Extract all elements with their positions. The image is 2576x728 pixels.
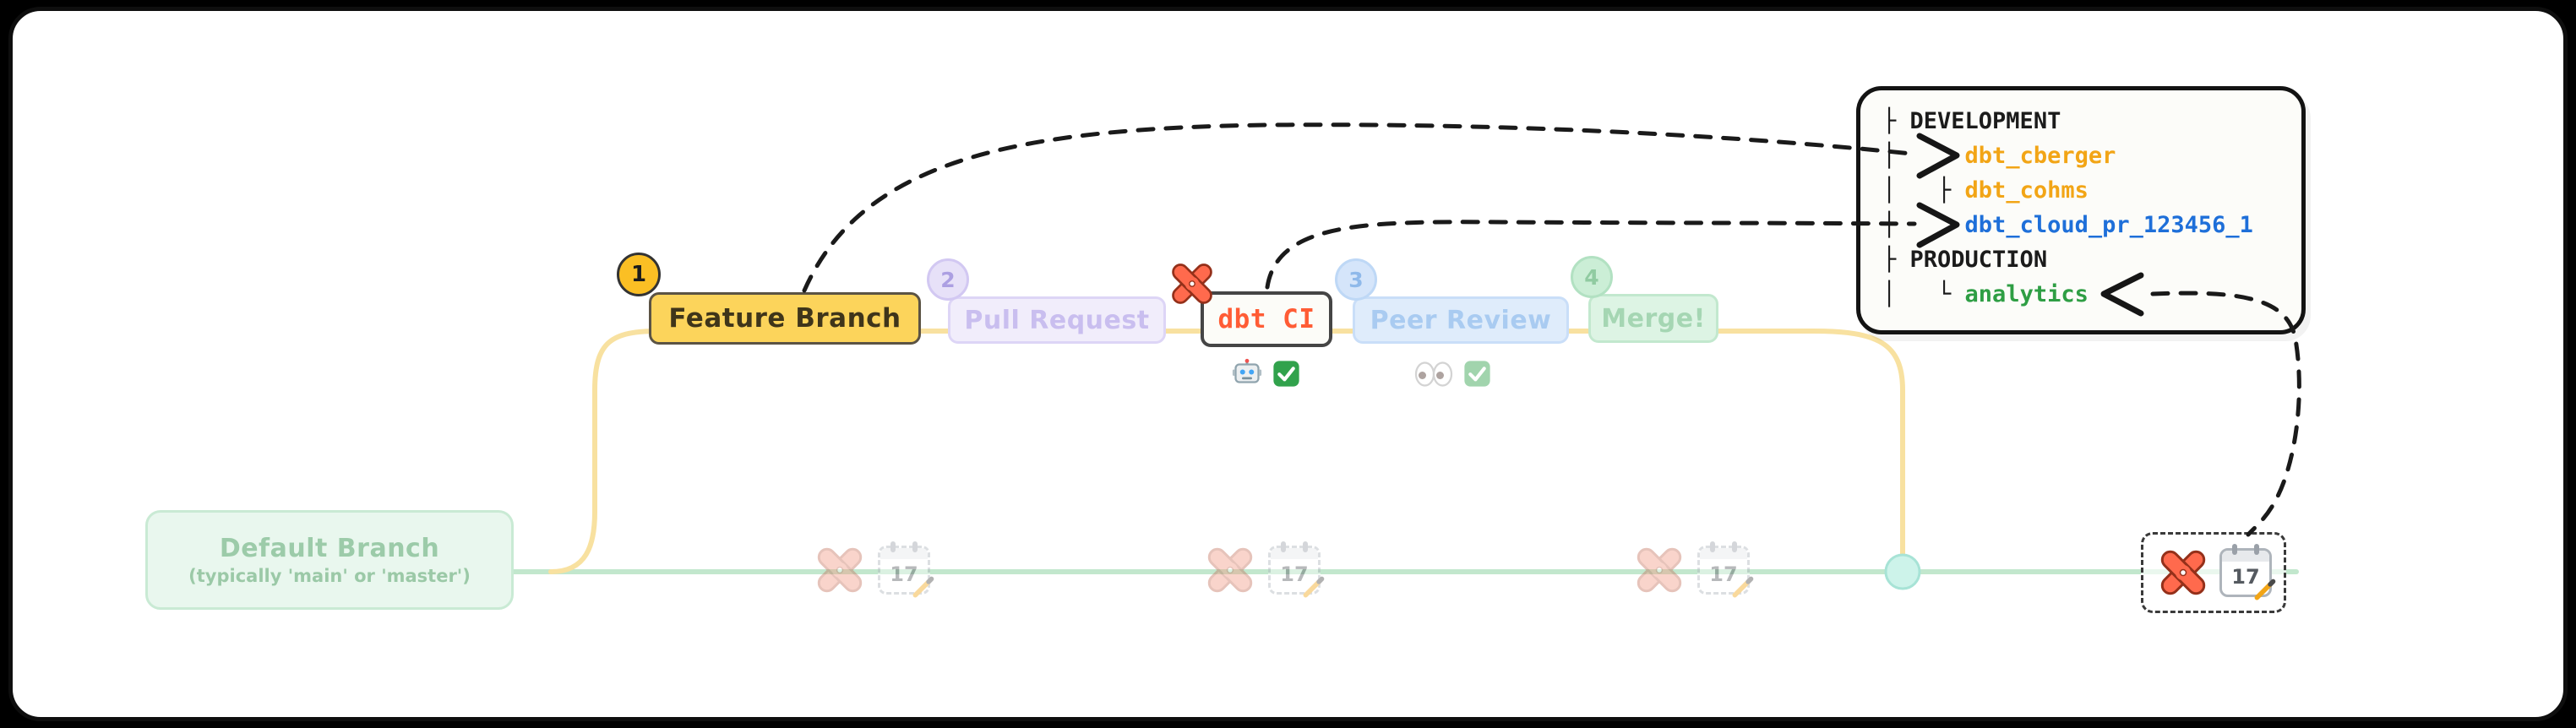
default-branch-node: Default Branch (typically 'main' or 'mas… (145, 510, 514, 610)
calendar-header (880, 548, 928, 559)
scheduled-run-active: 17 (2141, 532, 2286, 613)
step-2-badge: 2 (927, 258, 969, 301)
check-icon (1273, 360, 1299, 387)
pencil-icon (1732, 576, 1754, 598)
branch-analytics-label: analytics (1964, 281, 2089, 307)
step-feature-branch: Feature Branch (649, 292, 921, 345)
check-icon (1464, 361, 1490, 387)
peer-review-status (1414, 360, 1491, 388)
env-production: ├ PRODUCTION (1882, 247, 2048, 273)
calendar-icon: 17 (1697, 541, 1754, 598)
scheduled-run-ghost-1: 17 (812, 541, 934, 598)
robot-icon (1232, 358, 1262, 383)
dbt-logo-icon (1207, 547, 1253, 593)
pencil-icon (2254, 579, 2276, 600)
calendar-day: 17 (2231, 565, 2260, 589)
step-4-badge: 4 (1571, 256, 1613, 298)
dbt-logo-icon (817, 547, 863, 593)
default-branch-subtitle: (typically 'main' or 'master') (188, 566, 471, 586)
calendar-icon: 17 (878, 541, 934, 598)
step-pull-request-label: Pull Request (964, 305, 1150, 335)
pencil-icon (1303, 576, 1325, 598)
step-feature-branch-label: Feature Branch (668, 303, 901, 334)
pencil-icon (912, 576, 934, 598)
branch-dbt-cohms: │ ├ dbt_cohms (1882, 177, 2089, 204)
branch-dbt-cloud-pr: │ dbt_cloud_pr_123456_1 (1882, 212, 2253, 238)
dbt-logo-icon (1637, 547, 1682, 593)
env-production-label: PRODUCTION (1909, 247, 2048, 273)
branch-dbt-cloud-pr-label: dbt_cloud_pr_123456_1 (1964, 212, 2253, 238)
step-dbt-ci-label: dbt CI (1217, 304, 1315, 334)
ci-status (1232, 358, 1300, 388)
dbt-logo-icon (1172, 263, 1212, 304)
scheduled-run-ghost-3: 17 (1631, 541, 1754, 598)
step-peer-review-label: Peer Review (1370, 305, 1552, 335)
calendar-day: 17 (890, 562, 918, 586)
step-peer-review: Peer Review (1353, 296, 1569, 344)
step-merge-label: Merge! (1601, 303, 1706, 334)
calendar-header (1700, 548, 1747, 559)
calendar-header (1271, 548, 1318, 559)
calendar-day: 17 (1709, 562, 1738, 586)
calendar-day: 17 (1280, 562, 1309, 586)
env-development-label: DEVELOPMENT (1909, 108, 2061, 134)
calendar-header (2222, 551, 2269, 562)
branch-analytics: │ └ analytics (1882, 281, 2089, 307)
step-3-badge: 3 (1335, 258, 1377, 301)
environments-panel: ├ DEVELOPMENT │ dbt_cberger │ ├ dbt_cohm… (1856, 86, 2306, 334)
branch-dbt-cberger: │ dbt_cberger (1882, 143, 2116, 169)
branch-dbt-cohms-label: dbt_cohms (1964, 177, 2089, 204)
default-branch-title: Default Branch (219, 534, 440, 563)
calendar-icon: 17 (2219, 544, 2276, 600)
step-pull-request: Pull Request (948, 296, 1166, 344)
step-dbt-ci: dbt CI (1201, 291, 1332, 347)
eyes-icon (1414, 361, 1453, 387)
step-1-badge: 1 (617, 253, 661, 296)
branch-dbt-cberger-label: dbt_cberger (1964, 143, 2116, 169)
step-merge: Merge! (1588, 294, 1718, 343)
dbt-logo-icon (2160, 550, 2206, 595)
scheduled-run-ghost-2: 17 (1202, 541, 1325, 598)
calendar-icon: 17 (1268, 541, 1325, 598)
env-development: ├ DEVELOPMENT (1882, 108, 2061, 134)
